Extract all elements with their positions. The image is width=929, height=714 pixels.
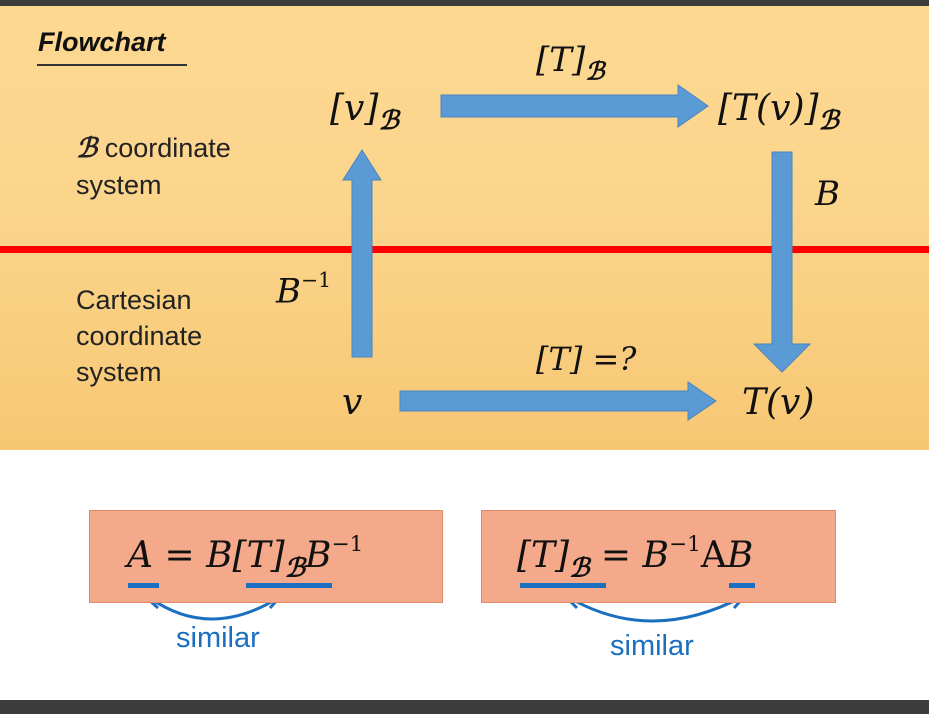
arrow-bottom: [399, 381, 717, 421]
cartesian-line1: Cartesian: [76, 285, 192, 315]
node-v: v: [342, 382, 363, 423]
cartesian-coordinate-system-label: Cartesian coordinate system: [76, 282, 202, 390]
window-bottom-border: [0, 700, 929, 714]
window-top-border: [0, 0, 929, 6]
similar-curve-left: [149, 596, 279, 621]
eq-right-sub: ℬ: [569, 553, 590, 583]
underline-a-right: [729, 583, 755, 588]
eq-left-a: A: [127, 535, 153, 577]
script-b-symbol: ℬ: [76, 133, 98, 164]
cartesian-line2: coordinate: [76, 321, 203, 351]
arrow-left-up: [342, 149, 382, 358]
node-tv-b-main: [T(v)]: [718, 88, 819, 129]
arrow-top-label-main: [T]: [536, 40, 586, 80]
eq-left-equals: =: [153, 535, 207, 577]
cartesian-line3: system: [76, 357, 162, 387]
node-tv: T(v): [742, 382, 815, 423]
arrow-top: [440, 84, 709, 128]
similar-label-right: similar: [610, 630, 694, 662]
underline-t-b-right: [520, 583, 606, 588]
arrow-left-label-base: B: [276, 271, 301, 312]
arrow-right-down: [752, 151, 812, 373]
equation-box-right: [481, 510, 836, 603]
eq-right-b: B: [726, 535, 754, 577]
eq-left-exp: −1: [331, 532, 364, 557]
node-v-b-main: [v]: [330, 88, 379, 129]
b-coordinate-text: coordinate: [97, 133, 231, 163]
node-v-b-coordinates: [v]ℬ: [330, 88, 399, 136]
flowchart-title: Flowchart: [38, 27, 166, 57]
node-tv-b-sub: ℬ: [818, 106, 839, 136]
arrow-right-label: B: [815, 174, 840, 214]
eq-left-b: B: [206, 535, 233, 577]
b-coordinate-text-line2: system: [76, 170, 162, 200]
b-coordinate-system-label: ℬ coordinate system: [76, 130, 231, 203]
eq-left-t: [T]: [232, 535, 285, 577]
eq-right-a: A: [700, 535, 727, 577]
equation-left: A = B[T]ℬB−1: [127, 532, 363, 583]
arrow-top-label: [T]ℬ: [536, 40, 604, 87]
arrow-top-label-sub: ℬ: [585, 58, 605, 86]
node-v-b-sub: ℬ: [378, 106, 399, 136]
arrow-bottom-label: [T] =?: [536, 340, 637, 378]
underline-t-b-left: [246, 583, 332, 588]
eq-right-t: [T]: [517, 535, 570, 577]
underline-a: [128, 583, 159, 588]
eq-right-exp: −1: [669, 532, 701, 557]
similar-curve-right: [567, 595, 743, 623]
arrow-left-label: B−1: [276, 268, 331, 311]
coordinate-divider-line: [0, 246, 929, 253]
title-underline: [37, 64, 187, 66]
eq-right-equals: =: [589, 535, 643, 577]
eq-left-sub: ℬ: [284, 553, 306, 583]
equation-right: [T]ℬ = B−1AB: [517, 532, 753, 583]
eq-right-binv: B: [642, 535, 670, 577]
node-tv-b-coordinates: [T(v)]ℬ: [718, 88, 839, 136]
arrow-left-label-exp: −1: [301, 268, 332, 292]
similar-label-left: similar: [176, 622, 260, 654]
eq-left-binv: B: [305, 535, 332, 577]
